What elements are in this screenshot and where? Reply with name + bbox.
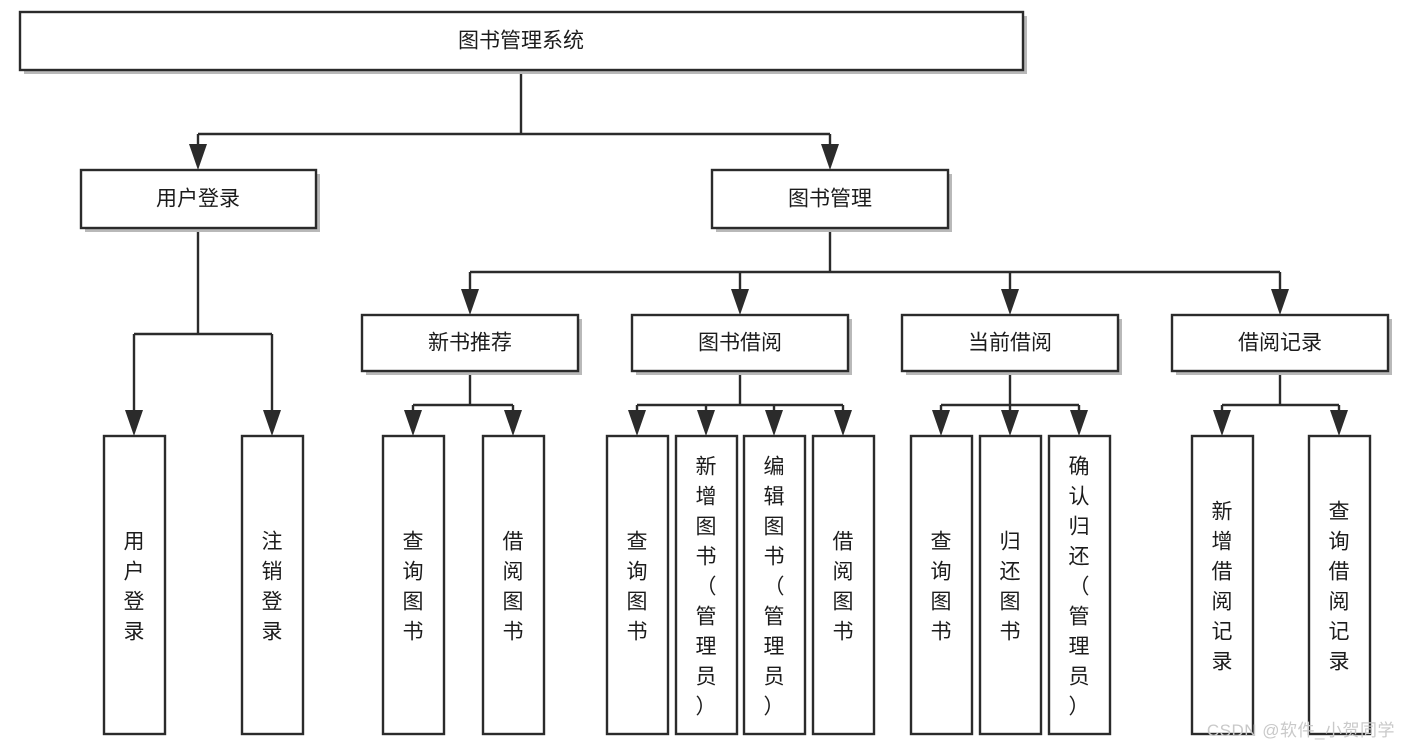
node-leaf-borrow-book-2-label: 借阅图书 — [833, 530, 854, 643]
arrow-head-leaf-add-borrow-record — [1213, 410, 1231, 436]
node-book-manage-label: 图书管理 — [788, 188, 872, 211]
node-leaf-add-book[interactable]: 新增图书（管理员） — [674, 434, 739, 736]
node-new-book-recommend-label: 新书推荐 — [428, 332, 512, 355]
node-leaf-borrow-book-1[interactable]: 借阅图书 — [481, 434, 546, 736]
node-borrow-record-label: 借阅记录 — [1238, 332, 1322, 355]
arrow-head-leaf-user-login — [125, 410, 143, 436]
node-book-borrow[interactable]: 图书借阅 — [630, 313, 852, 375]
node-new-book-recommend[interactable]: 新书推荐 — [360, 313, 582, 375]
node-leaf-add-borrow-record-box[interactable] — [1190, 434, 1255, 736]
node-leaf-logout-login-box[interactable] — [240, 434, 305, 736]
node-leaf-add-borrow-record-label: 新增借阅记录 — [1212, 500, 1233, 673]
arrow-head-book-manage — [821, 144, 839, 170]
node-current-borrow-label: 当前借阅 — [968, 332, 1052, 355]
node-leaf-add-book-label: 新增图书（管理员） — [696, 455, 717, 718]
node-leaf-return-book-label: 归还图书 — [1000, 530, 1021, 643]
node-leaf-confirm-return-label: 确认归还（管理员） — [1069, 455, 1090, 718]
arrow-head-leaf-borrow-book-1 — [504, 410, 522, 436]
node-book-borrow-box[interactable] — [630, 313, 850, 373]
node-leaf-logout-login[interactable]: 注销登录 — [240, 434, 305, 736]
node-leaf-edit-book-box[interactable] — [742, 434, 807, 736]
node-leaf-user-login-box[interactable] — [102, 434, 167, 736]
connector-layer — [125, 70, 1348, 436]
node-user-login-label: 用户登录 — [156, 188, 240, 211]
node-leaf-query-book-3[interactable]: 查询图书 — [909, 434, 974, 736]
node-current-borrow-box[interactable] — [900, 313, 1120, 373]
node-leaf-user-login[interactable]: 用户登录 — [102, 434, 167, 736]
arrow-head-current-borrow — [1001, 289, 1019, 315]
node-root-label: 图书管理系统 — [458, 30, 584, 53]
node-leaf-query-borrow-record-box[interactable] — [1307, 434, 1372, 736]
node-leaf-query-book-3-box[interactable] — [909, 434, 974, 736]
arrow-head-leaf-confirm-return — [1070, 410, 1088, 436]
node-leaf-borrow-book-1-label: 借阅图书 — [503, 530, 524, 643]
node-leaf-query-book-1-label: 查询图书 — [403, 530, 424, 643]
node-user-login-box[interactable] — [79, 168, 318, 230]
arrow-head-leaf-query-book-2 — [628, 410, 646, 436]
node-leaf-logout-login-label: 注销登录 — [262, 530, 283, 643]
arrow-head-leaf-borrow-book-2 — [834, 410, 852, 436]
arrow-head-leaf-add-book — [697, 410, 715, 436]
node-leaf-user-login-label: 用户登录 — [124, 530, 145, 643]
node-leaf-return-book-box[interactable] — [978, 434, 1043, 736]
node-leaf-query-book-3-label: 查询图书 — [931, 530, 952, 643]
node-current-borrow[interactable]: 当前借阅 — [900, 313, 1122, 375]
arrow-head-user-login — [189, 144, 207, 170]
node-leaf-query-book-2-label: 查询图书 — [627, 530, 648, 643]
node-root[interactable]: 图书管理系统 — [18, 10, 1027, 74]
node-borrow-record[interactable]: 借阅记录 — [1170, 313, 1392, 375]
node-leaf-edit-book-label: 编辑图书（管理员） — [764, 455, 785, 718]
arrow-head-leaf-query-book-1 — [404, 410, 422, 436]
node-leaf-confirm-return-box[interactable] — [1047, 434, 1112, 736]
node-leaf-borrow-book-1-box[interactable] — [481, 434, 546, 736]
arrow-head-new-book-recommend — [461, 289, 479, 315]
node-leaf-add-borrow-record[interactable]: 新增借阅记录 — [1190, 434, 1255, 736]
node-leaf-borrow-book-2[interactable]: 借阅图书 — [811, 434, 876, 736]
node-leaf-query-borrow-record-label: 查询借阅记录 — [1329, 500, 1350, 673]
node-leaf-query-book-2-box[interactable] — [605, 434, 670, 736]
arrow-head-leaf-logout-login — [263, 410, 281, 436]
node-user-login[interactable]: 用户登录 — [79, 168, 320, 232]
arrow-head-leaf-return-book — [1001, 410, 1019, 436]
arrow-head-book-borrow — [731, 289, 749, 315]
node-leaf-query-borrow-record[interactable]: 查询借阅记录 — [1307, 434, 1372, 736]
node-book-manage-box[interactable] — [710, 168, 950, 230]
node-leaf-query-book-1-box[interactable] — [381, 434, 446, 736]
node-leaf-borrow-book-2-box[interactable] — [811, 434, 876, 736]
arrow-head-leaf-edit-book — [765, 410, 783, 436]
node-leaf-edit-book[interactable]: 编辑图书（管理员） — [742, 434, 807, 736]
watermark-text: CSDN @软件_小贺同学 — [1206, 721, 1395, 740]
arrow-head-leaf-query-borrow-record — [1330, 410, 1348, 436]
node-leaf-query-book-2[interactable]: 查询图书 — [605, 434, 670, 736]
node-book-manage[interactable]: 图书管理 — [710, 168, 952, 232]
node-leaf-confirm-return[interactable]: 确认归还（管理员） — [1047, 434, 1112, 736]
arrow-head-borrow-record — [1271, 289, 1289, 315]
node-new-book-recommend-box[interactable] — [360, 313, 580, 373]
node-book-borrow-label: 图书借阅 — [698, 332, 782, 355]
node-root-box[interactable] — [18, 10, 1025, 72]
node-borrow-record-box[interactable] — [1170, 313, 1390, 373]
arrow-head-leaf-query-book-3 — [932, 410, 950, 436]
node-leaf-add-book-box[interactable] — [674, 434, 739, 736]
node-leaf-query-book-1[interactable]: 查询图书 — [381, 434, 446, 736]
node-leaf-return-book[interactable]: 归还图书 — [978, 434, 1043, 736]
